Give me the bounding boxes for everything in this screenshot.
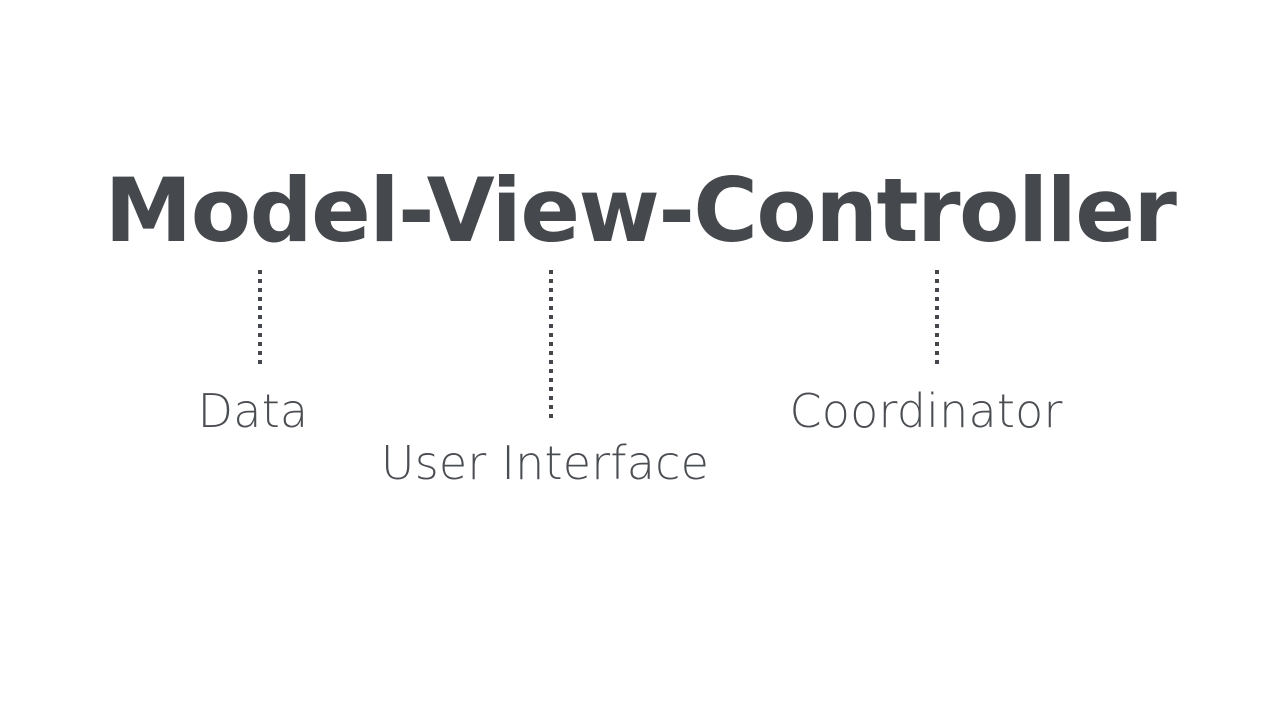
view-connector-dotted-line [549, 270, 553, 419]
controller-connector-dotted-line [935, 270, 939, 366]
controller-label: Coordinator [789, 384, 1063, 438]
model-connector-dotted-line [258, 270, 262, 366]
model-label: Data [197, 384, 309, 438]
page-title: Model-View-Controller [104, 159, 1177, 262]
view-label: User Interface [380, 436, 710, 490]
